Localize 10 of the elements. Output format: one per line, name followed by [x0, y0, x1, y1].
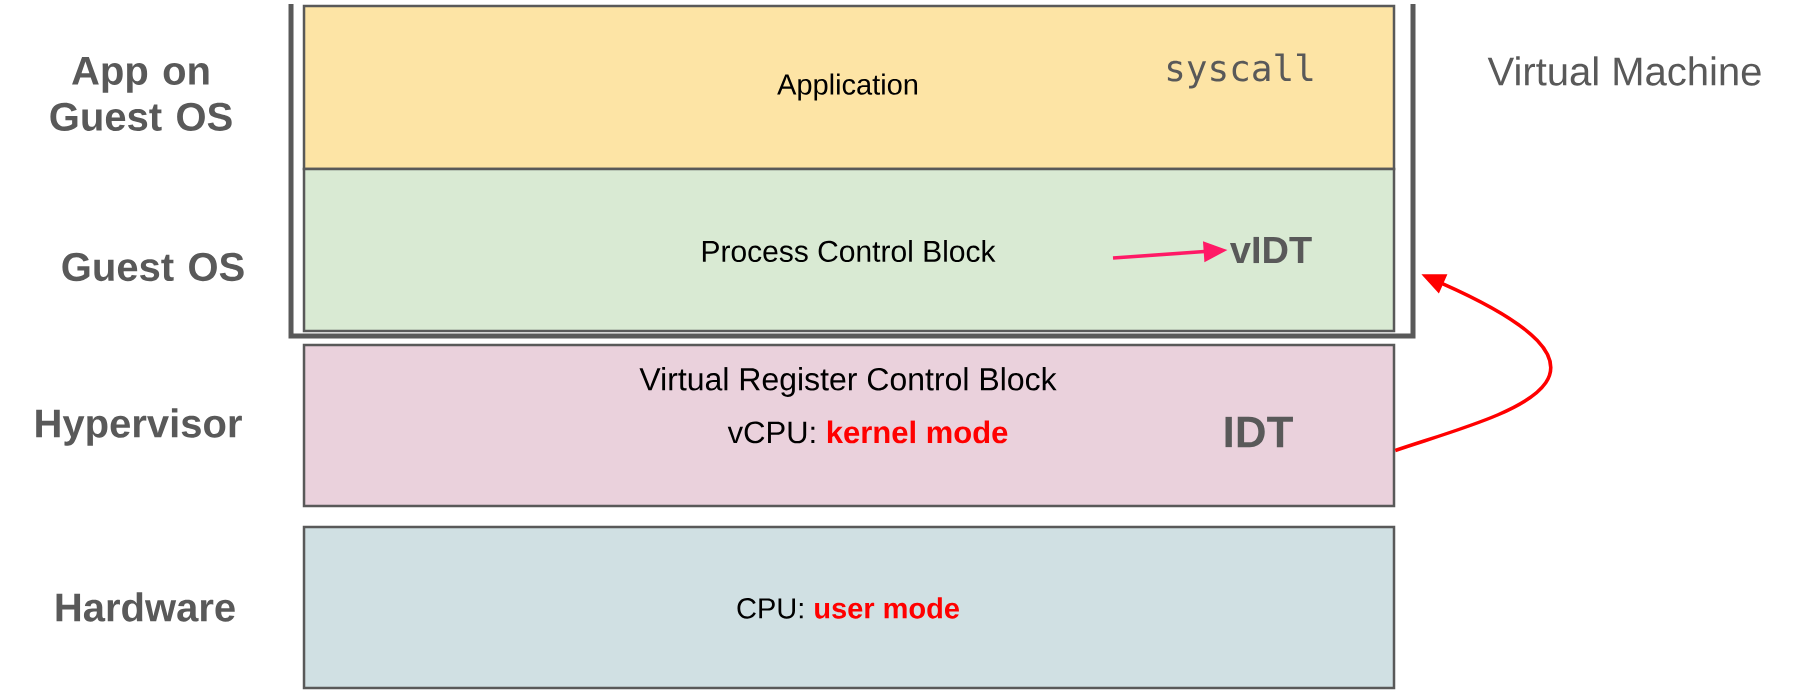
table-label: IDT [1225, 416, 1293, 448]
layer-box: CPU: user mode [302, 525, 1396, 690]
table-label: vIDT [1230, 236, 1312, 264]
layer-label: Guest OS [62, 252, 244, 282]
layer-label: Hardware [56, 592, 235, 622]
layer-label: Hypervisor [36, 408, 242, 446]
group-title: Virtual Machine [1487, 56, 1761, 86]
layer-box: Application syscall [302, 4, 1396, 171]
layer-label: App on Guest OS [50, 57, 232, 131]
arrow [1394, 274, 1552, 453]
